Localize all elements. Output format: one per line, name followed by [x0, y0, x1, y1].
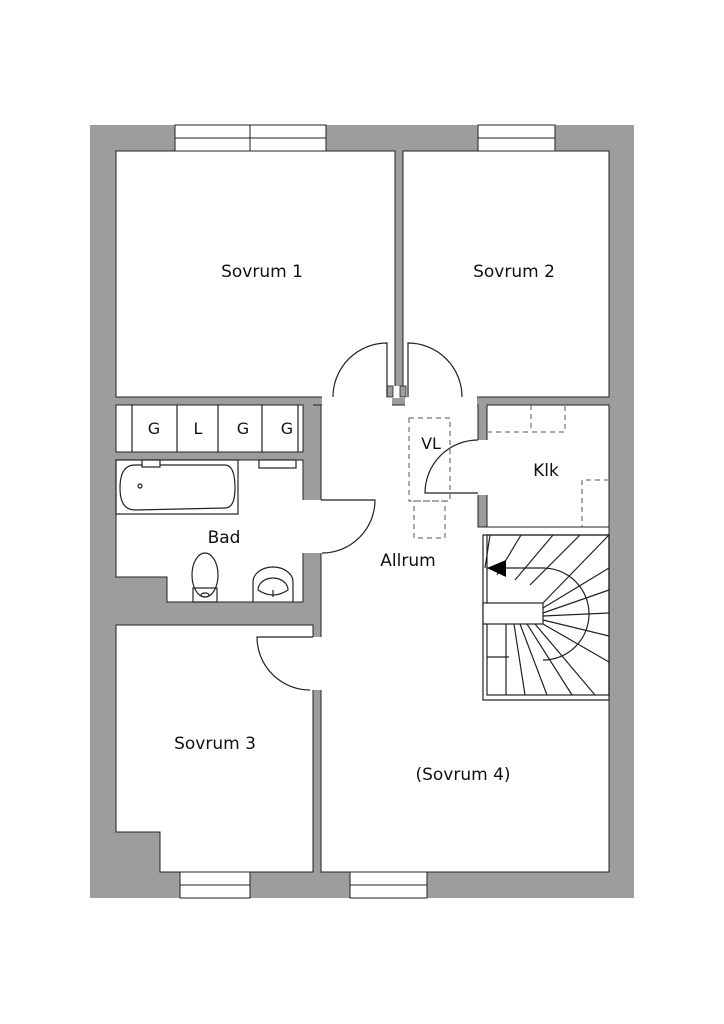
door-klk[interactable] [424, 439, 479, 494]
toilet [191, 552, 219, 603]
windows [174, 124, 556, 899]
label-closet-4: G [281, 419, 293, 438]
label-closet-3: G [237, 419, 249, 438]
label-sovrum-1: Sovrum 1 [221, 262, 303, 282]
label-sovrum-2: Sovrum 2 [473, 262, 555, 282]
label-allrum: Allrum [380, 551, 435, 571]
door-sovrum-1[interactable] [332, 342, 388, 398]
room-bad [115, 459, 304, 603]
towel-rail [258, 459, 297, 469]
label-bad: Bad [208, 528, 241, 548]
bathtub [115, 459, 239, 515]
closet-row [115, 404, 304, 453]
room-klk [486, 404, 610, 528]
label-vl: VL [421, 434, 441, 453]
staircase[interactable] [482, 534, 610, 701]
label-closet-1: G [148, 419, 160, 438]
room-sovrum-3 [115, 624, 314, 873]
door-sovrum-2[interactable] [407, 342, 463, 398]
door-sovrum-3[interactable] [256, 636, 313, 691]
label-klk: Klk [533, 461, 559, 481]
label-sovrum-4: (Sovrum 4) [415, 765, 510, 785]
label-closet-2: L [194, 419, 203, 438]
stair-direction-arrow-icon [487, 560, 506, 577]
vl-unit [408, 417, 451, 502]
sink [252, 566, 294, 602]
door-bad[interactable] [321, 499, 376, 554]
room-sovrum-1 [115, 150, 396, 398]
label-sovrum-3: Sovrum 3 [174, 734, 256, 754]
